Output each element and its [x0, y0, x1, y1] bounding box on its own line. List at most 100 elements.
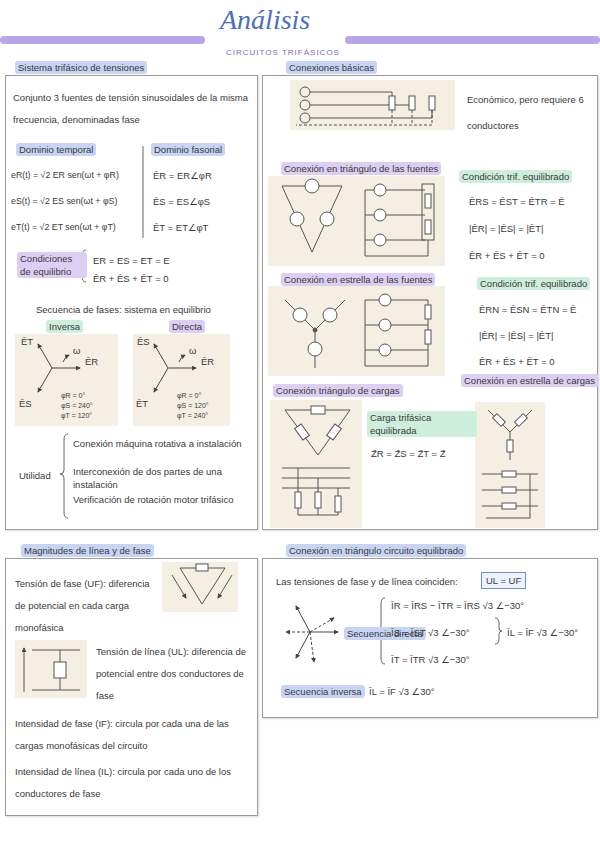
- delta-sources-part: [365, 190, 366, 256]
- formula: ĒR + ĒS + ĒT = 0: [469, 249, 545, 262]
- six-wire-circuit-part: [310, 92, 392, 96]
- formula: ĒS = ES∠φS: [153, 195, 210, 208]
- formula: ĪT = ĪTR √3 ∠−30°: [391, 653, 470, 666]
- six-wire-circuit-part: [300, 113, 310, 123]
- section-heading: Sistema trifásico de tensiones: [15, 61, 147, 74]
- delta-loads-part: [285, 410, 350, 455]
- column-heading: Dominio fasorial: [151, 143, 225, 156]
- phasor-inversa-part: [15, 334, 118, 426]
- phase-voltage-figure-part: [162, 562, 238, 612]
- panel-decoration-part: [143, 146, 144, 238]
- phasor-directa-part: [133, 334, 230, 426]
- header-bar-part: [0, 36, 205, 44]
- list-item: Verificación de rotación motor trifásico: [73, 493, 253, 506]
- delta-sources-part: [428, 240, 429, 256]
- formula: ER = ES = ET = E: [93, 254, 170, 267]
- formula: |ĒR| = |ĒS| = |ĒT|: [469, 222, 543, 235]
- phasor-label: ĒR: [85, 355, 98, 368]
- sequence-heading: Directa: [169, 320, 205, 333]
- line-voltage-figure-part: [15, 640, 87, 698]
- six-wire-circuit-part: [296, 110, 392, 125]
- definition-text: Intensidad de línea (IL): circula por ca…: [15, 761, 253, 805]
- line-voltage-figure-part: [24, 648, 25, 692]
- panel-decoration-part: [495, 618, 502, 644]
- angle-value: φT = 120°: [61, 411, 92, 421]
- six-wire-circuit-part: [310, 96, 432, 118]
- sequence-heading: Secuencia inversa: [281, 685, 365, 698]
- header-bar-part: [345, 36, 600, 44]
- delta-loads-part: [311, 406, 325, 414]
- definition-text: Tensión de fase (UF): diferencia de pote…: [15, 573, 160, 639]
- line-voltage-figure-part: [54, 662, 66, 678]
- notes-panel: Magnitudes de línea y de faseTensión de …: [5, 558, 258, 816]
- formula: eS(t) = √2 ES sen(ωt + φS): [11, 195, 117, 208]
- star-loads-part: [530, 474, 531, 518]
- formula: eT(t) = √2 ET sen(ωt + φT): [11, 221, 116, 234]
- subsection-heading: Conexión en estrella de cargas: [461, 374, 599, 387]
- star-loads-part: [510, 410, 532, 432]
- formula: ĪS = ĪST √3 ∠−30°: [391, 626, 470, 639]
- delta-sources-part: [365, 256, 428, 257]
- six-wire-circuit: [290, 80, 455, 130]
- line-voltage-figure-part: [32, 690, 80, 691]
- star-sources-part: [293, 308, 307, 322]
- phasor-figure: ĒSĒRĒTωφR = 0°φS = 120°φT = 240°: [134, 335, 231, 427]
- angle-value: φT = 240°: [177, 411, 208, 421]
- phasor-directa-part: [168, 368, 196, 369]
- line-voltage-figure-part: [60, 650, 61, 662]
- star-loads-part: [502, 503, 516, 509]
- notes-panel: Conexión en triángulo circuito equilibra…: [262, 558, 598, 718]
- star-loads-part: [515, 414, 528, 427]
- phase-voltage-figure-part: [196, 564, 208, 571]
- six-wire-circuit-part: [412, 110, 413, 124]
- six-wire-circuit-part: [300, 87, 310, 97]
- phasor-label: ĒR: [201, 355, 214, 368]
- note-text: Secuencia de fases: sistema en equilibri…: [36, 303, 211, 316]
- star-sources-part: [365, 325, 428, 326]
- six-wire-circuit-part: [429, 96, 435, 110]
- star-loads-part: [507, 440, 513, 452]
- line-voltage-figure-part: [60, 678, 61, 690]
- formula: |ĒR| = |ĒS| = |ĒT|: [479, 329, 553, 342]
- subsection-heading: Conexión triángulo de cargas: [273, 384, 403, 397]
- section-heading: Conexión en triángulo circuito equilibra…: [286, 544, 466, 557]
- definition-text: Tensión de línea (UL): diferencia de pot…: [96, 641, 254, 707]
- phasor-label: ĒT: [21, 335, 33, 348]
- delta-current-phasor-part: [310, 632, 338, 633]
- boxed-formula: UL = UF: [481, 572, 526, 589]
- delta-loads-part: [335, 496, 341, 512]
- star-sources-part: [365, 300, 428, 301]
- delta-loads-part: [298, 515, 338, 516]
- line-voltage-figure-part: [32, 650, 80, 651]
- delta-loads-part: [315, 492, 321, 508]
- formula: ĒR = ER∠φR: [153, 169, 212, 182]
- delta-loads: [270, 400, 362, 528]
- delta-current-phasor-part: [296, 606, 310, 632]
- star-sources-part: [425, 305, 431, 319]
- star-sources-part: [285, 300, 315, 330]
- notes-panel: Conexiones básicasEconómico, pero requie…: [262, 75, 598, 530]
- delta-loads-part: [295, 424, 310, 440]
- delta-sources-part: [290, 212, 304, 226]
- delta-sources-part: [425, 220, 431, 234]
- formula: ĒRS = ĒST = ĒTR = Ē: [469, 195, 565, 208]
- phase-voltage-figure: [162, 562, 238, 612]
- star-sources-part: [313, 328, 317, 332]
- star-loads-part: [493, 414, 506, 427]
- delta-sources-part: [282, 186, 342, 252]
- star-loads-part: [502, 471, 516, 477]
- phase-voltage-figure-part: [172, 575, 186, 598]
- star-loads-part: [486, 518, 530, 519]
- angle-value: φS = 120°: [177, 401, 209, 411]
- delta-sources-part: [374, 234, 386, 246]
- star-loads-part: [488, 410, 510, 432]
- delta-loads-part: [270, 400, 362, 528]
- delta-sources-part: [268, 176, 445, 266]
- formula: ĒRN = ĒSN = ĒTN = Ē: [479, 303, 576, 316]
- formula: ĪR = ĪRS − ĪTR = ĪRS √3 ∠−30°: [391, 599, 524, 612]
- star-loads-part: [502, 487, 516, 493]
- formula: ĒR + ĒS + ĒT = 0: [93, 272, 169, 285]
- star-sources-part: [315, 300, 345, 330]
- subtitle: CIRCUITOS TRIFÁSICOS: [226, 48, 340, 58]
